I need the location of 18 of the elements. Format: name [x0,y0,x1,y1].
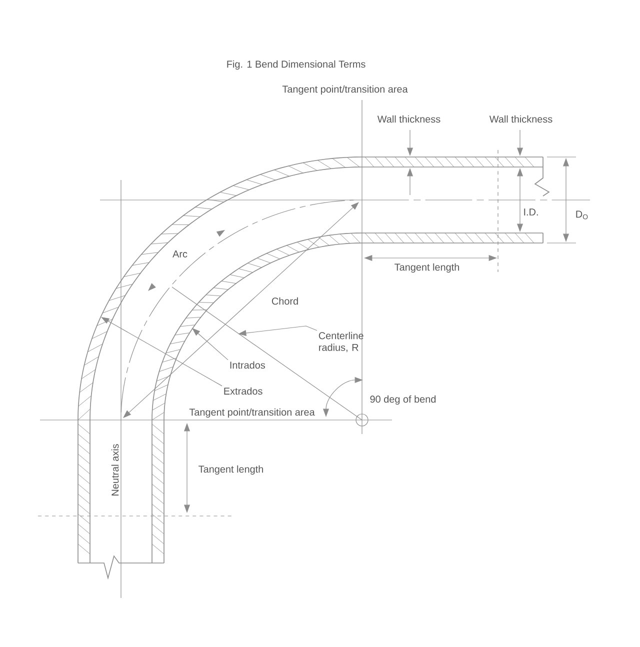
dimension-label: Arc [172,250,188,258]
dimension-label: Wall thickness [489,115,552,123]
leader-label: Intrados [230,361,266,369]
leader-line [101,317,222,386]
dimension-label: Tangent length [198,465,263,475]
dimension-label: D$_{O}$ [576,210,588,220]
dimension-label: Wall thickness [377,115,440,123]
dimension-label: Tangent point/transition area [282,85,408,95]
dimension-label: I.D. [524,208,538,216]
dimension-label: Tangent length [394,263,459,273]
leader-line [192,328,228,360]
dimension-label: 90 deg of bend [370,395,436,405]
dimension-label: Tangent point/transition area [189,408,315,418]
dimension-label: Chord [272,297,298,305]
leader-label: Centerline radius, R [318,332,364,352]
leader-label: Extrados [224,387,262,395]
figure-title: Fig. 1 Bend Dimensional Terms [227,60,366,70]
dimension-label: Neutral axis [111,444,119,496]
